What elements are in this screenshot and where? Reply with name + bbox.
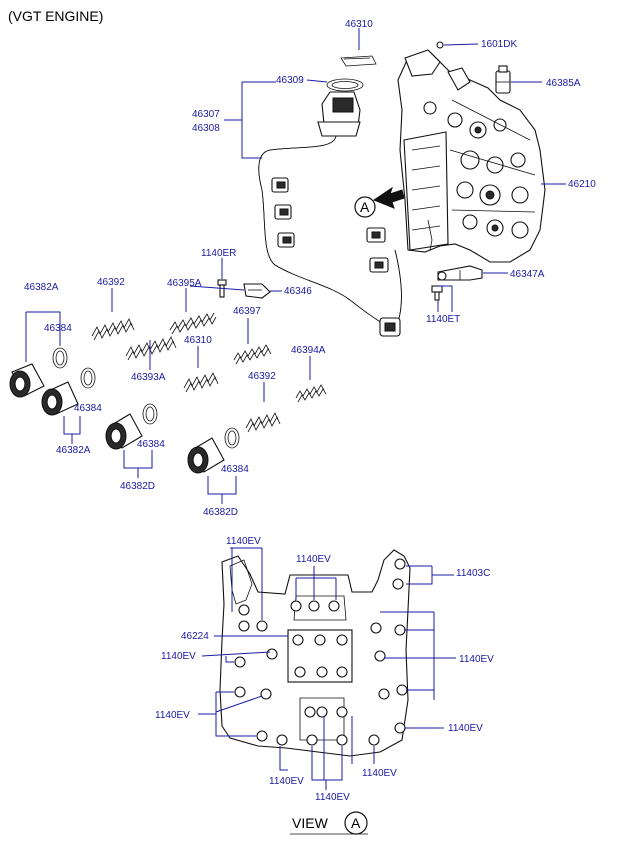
diagram-title: (VGT ENGINE) — [8, 8, 103, 24]
label-46308: 46308 — [192, 123, 220, 134]
seal-46384-1 — [52, 347, 68, 369]
plug-1601DK — [436, 41, 444, 49]
wiring-harness-46307 — [258, 91, 402, 337]
spring-46394A — [295, 384, 327, 403]
label-1140EV-6: 1140EV — [448, 723, 483, 734]
label-46392-1: 46392 — [97, 277, 125, 288]
pipe-46347A — [437, 265, 483, 281]
label-46307: 46307 — [192, 109, 220, 120]
label-1140EV-1: 1140EV — [226, 536, 261, 547]
label-1140ET: 1140ET — [426, 314, 460, 325]
label-1140EV-3: 1140EV — [161, 651, 196, 662]
spring-46392-upper — [91, 318, 135, 341]
seal-46384-4 — [224, 427, 240, 449]
label-46393A: 46393A — [131, 372, 166, 383]
seal-46384-2 — [80, 367, 96, 389]
label-1140EV-2: 1140EV — [296, 554, 331, 565]
piston-46382A-1 — [9, 363, 45, 398]
spring-46397 — [233, 344, 272, 365]
label-46309: 46309 — [276, 75, 304, 86]
label-46384-3: 46384 — [137, 439, 165, 450]
label-1601DK: 1601DK — [481, 39, 517, 50]
label-46392-2: 46392 — [248, 371, 276, 382]
piston-46382D-1 — [105, 413, 143, 450]
label-46384-4: 46384 — [221, 464, 249, 475]
label-1140EV-4: 1140EV — [459, 654, 494, 665]
label-1140EV-5: 1140EV — [155, 710, 190, 721]
label-1140EV-8: 1140EV — [269, 776, 304, 787]
label-46397: 46397 — [233, 306, 261, 317]
label-46394A: 46394A — [291, 345, 326, 356]
label-1140ER: 1140ER — [201, 248, 236, 259]
spring-46393A — [125, 336, 177, 361]
callout-a-letter: A — [360, 199, 370, 215]
label-46224: 46224 — [181, 631, 209, 642]
label-46347A: 46347A — [510, 269, 545, 280]
label-46395A: 46395A — [167, 278, 202, 289]
label-46385A: 46385A — [546, 78, 581, 89]
o-ring-46309 — [326, 78, 364, 92]
label-46384-1: 46384 — [44, 323, 72, 334]
view-letter: A — [351, 815, 361, 831]
callout-a-circle — [354, 196, 376, 218]
bolt-1140ER — [217, 279, 227, 298]
piston-46382A-2 — [41, 381, 79, 416]
label-46382D-2: 46382D — [203, 507, 238, 518]
valve-body-46210 — [397, 49, 546, 263]
label-46346: 46346 — [284, 286, 312, 297]
snap-ring-46310 — [340, 55, 377, 67]
spring-46395A — [169, 312, 217, 335]
spring-46310 — [183, 372, 219, 393]
label-46382A-1: 46382A — [24, 282, 59, 293]
piston-46382D-2 — [187, 437, 225, 474]
label-46382A-2: 46382A — [56, 445, 91, 456]
label-46382D-1: 46382D — [120, 481, 155, 492]
label-1140EV-9: 1140EV — [315, 792, 350, 803]
clip-46346 — [243, 283, 271, 299]
seal-46384-3 — [142, 403, 158, 425]
damper-46385A — [495, 65, 511, 94]
label-46310-mid: 46310 — [184, 335, 212, 346]
view-a-arrow — [372, 186, 405, 209]
view-label: VIEW — [292, 815, 329, 831]
bolt-1140ET — [431, 285, 443, 301]
valve-body-view-a — [219, 549, 411, 757]
label-46210: 46210 — [568, 179, 596, 190]
label-46384-2: 46384 — [74, 403, 102, 414]
label-1140EV-7: 1140EV — [362, 768, 397, 779]
spring-46392-lower — [245, 412, 281, 433]
label-11403C: 11403C — [456, 568, 490, 579]
label-46310-top: 46310 — [345, 19, 373, 30]
